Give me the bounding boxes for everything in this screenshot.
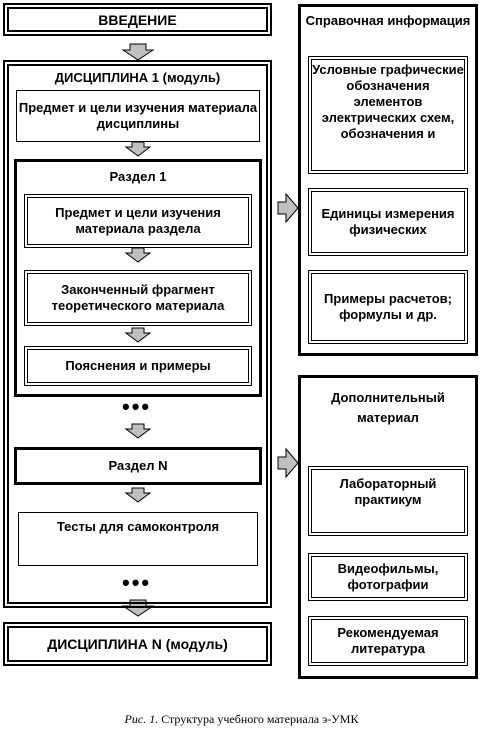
tests-box: Тесты для самоконтроля [18, 512, 258, 566]
arrow-down-intro [121, 43, 155, 61]
discipline-goals-label: Предмет и цели изучения материала дисцип… [18, 100, 258, 131]
lab-box: Лабораторный практикум [308, 466, 468, 536]
discipline-n-label: ДИСЦИПЛИНА N (модуль) [47, 636, 228, 652]
intro-box: ВВЕДЕНИЕ [3, 3, 272, 36]
section-1-title: Раздел 1 [109, 169, 167, 184]
examples-box: Примеры расчетов; формулы и др. [308, 270, 468, 344]
arrow-down-secN [124, 487, 152, 503]
discipline-1-title: ДИСЦИПЛИНА 1 (модуль) [54, 70, 221, 85]
units-label: Единицы измерения физических [321, 206, 455, 237]
section-n-box: Раздел N [14, 447, 262, 485]
ellipsis-disciplines: ••• [122, 570, 152, 595]
literature-box: Рекомендуемая литература [308, 616, 468, 666]
arrow-right-reference [277, 192, 299, 224]
fragment-box: Законченный фрагмент теоретического мате… [24, 270, 252, 326]
lab-label: Лабораторный практикум [339, 476, 437, 507]
section-1-frame [14, 159, 262, 397]
additional-frame [298, 375, 478, 679]
examples-label: Примеры расчетов; формулы и др. [324, 291, 452, 322]
arrow-down-frag [124, 327, 152, 343]
section-goals-box: Предмет и цели изучения материала раздел… [24, 194, 252, 248]
discipline-n-box: ДИСЦИПЛИНА N (модуль) [3, 622, 272, 666]
intro-label: ВВЕДЕНИЕ [98, 11, 177, 28]
video-box: Видеофильмы, фотографии [308, 553, 468, 601]
tests-label: Тесты для самоконтроля [56, 519, 220, 534]
video-label: Видеофильмы, фотографии [337, 561, 439, 592]
discipline-1-frame [3, 60, 272, 608]
explanations-box: Пояснения и примеры [24, 346, 252, 386]
symbols-box: Условные графические обозначения элемент… [308, 56, 468, 174]
symbols-label: Условные графические обозначения элемент… [312, 62, 464, 141]
figure-caption: Рис. 1. Структура учебного материала э-У… [0, 712, 483, 727]
section-goals-label: Предмет и цели изучения материала раздел… [55, 205, 221, 236]
discipline-goals-box: Предмет и цели изучения материала дисцип… [16, 90, 260, 142]
arrow-down-sec1 [124, 247, 152, 263]
caption-prefix: Рис. 1. [124, 712, 159, 726]
literature-label: Рекомендуемая литература [337, 625, 439, 656]
arrow-down-dots [124, 423, 152, 439]
reference-frame [298, 4, 478, 356]
caption-text: Структура учебного материала э-УМК [158, 712, 359, 726]
ellipsis-sections: ••• [122, 394, 152, 419]
explanations-label: Пояснения и примеры [65, 358, 211, 373]
section-n-label: Раздел N [108, 458, 168, 473]
fragment-label: Законченный фрагмент теоретического мате… [51, 282, 225, 313]
arrow-down-goals [124, 141, 152, 157]
reference-title: Справочная информация [305, 13, 471, 28]
units-box: Единицы измерения физических [308, 188, 468, 256]
arrow-right-additional [277, 447, 299, 479]
additional-title: Дополнительный материал [331, 390, 445, 425]
